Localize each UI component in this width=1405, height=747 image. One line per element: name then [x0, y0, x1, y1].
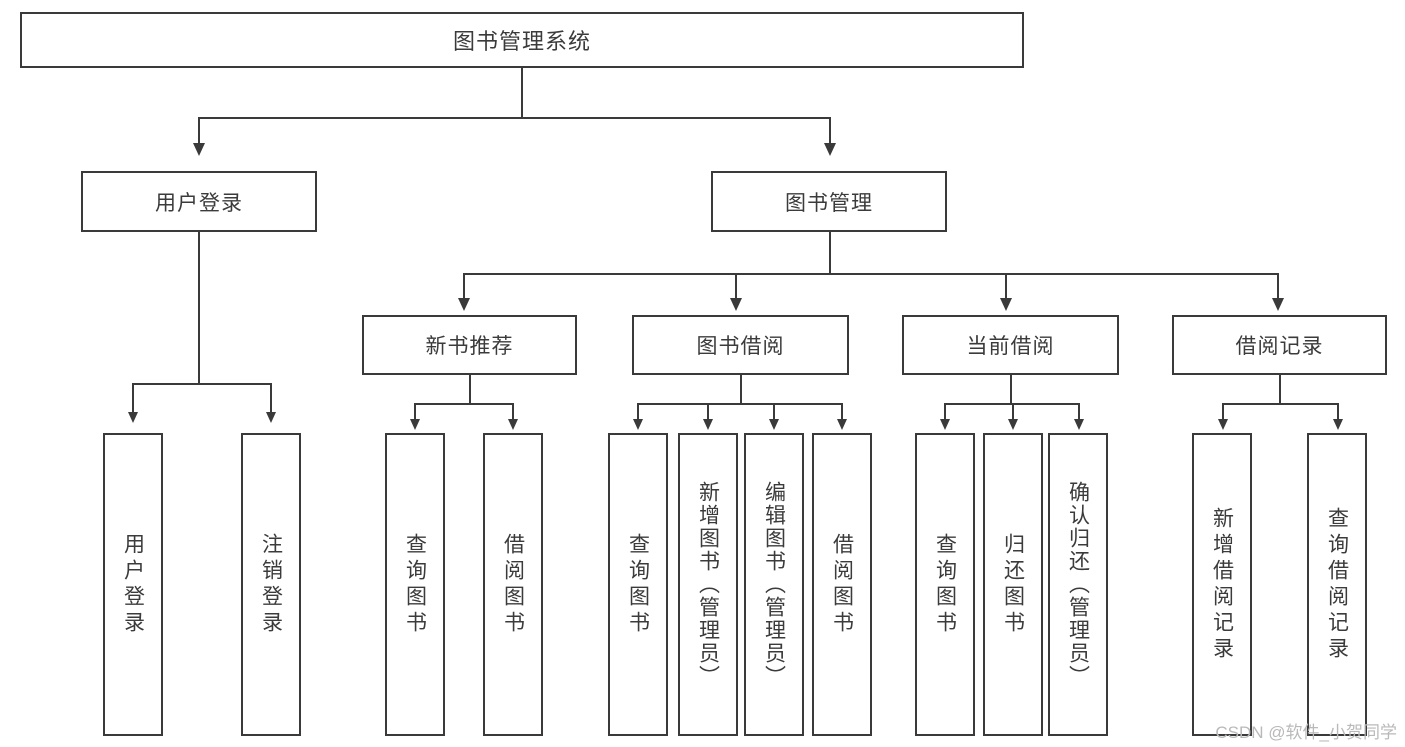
node-label: 查询借阅记录 [1325, 506, 1349, 663]
arrow-current-borrow-to-leaf2 [1008, 419, 1018, 430]
edge-current-borrow-to-leaf3 [1078, 403, 1080, 420]
edge-book-borrow-stem [740, 375, 742, 403]
edge-current-borrow-to-leaf1 [944, 403, 946, 420]
edge-root-to-book-mgmt [829, 117, 831, 144]
node-book-management[interactable]: 图书管理 [711, 171, 947, 232]
edge-root-stem [521, 68, 523, 117]
node-label: 确认归还（管理员） [1066, 481, 1090, 688]
node-label: 查询图书 [626, 532, 650, 637]
node-label: 新书推荐 [425, 335, 514, 358]
arrow-current-borrow-to-leaf3 [1074, 419, 1084, 430]
node-leaf-confirm-return-admin[interactable]: 确认归还（管理员） [1048, 433, 1108, 736]
node-leaf-search-book-current[interactable]: 查询图书 [915, 433, 975, 736]
node-book-borrow[interactable]: 图书借阅 [632, 315, 849, 375]
node-leaf-user-login[interactable]: 用户登录 [103, 433, 163, 736]
edge-book-borrow-to-leaf4 [841, 403, 843, 420]
edge-user-login-bus [132, 383, 272, 385]
arrow-book-borrow-to-leaf2 [703, 419, 713, 430]
node-borrow-record[interactable]: 借阅记录 [1172, 315, 1387, 375]
arrow-book-mgmt-to-new-book [458, 298, 470, 311]
arrow-book-borrow-to-leaf4 [837, 419, 847, 430]
edge-book-mgmt-to-new-book [463, 273, 465, 299]
edge-user-login-stem [198, 232, 200, 383]
node-leaf-edit-book-admin[interactable]: 编辑图书（管理员） [744, 433, 804, 736]
node-label: 借阅图书 [501, 532, 525, 637]
edge-new-book-bus [414, 403, 514, 405]
arrow-user-login-to-leaf1 [128, 412, 138, 423]
node-label: 新增图书（管理员） [696, 481, 720, 688]
node-label: 图书管理系统 [452, 29, 591, 54]
edge-current-borrow-to-leaf2 [1012, 403, 1014, 420]
node-label: 借阅记录 [1235, 335, 1324, 358]
node-label: 查询图书 [933, 532, 957, 637]
edge-new-book-to-leaf2 [512, 403, 514, 420]
node-label: 新增借阅记录 [1210, 506, 1234, 663]
edge-root-bus [198, 117, 831, 119]
arrow-borrow-record-to-leaf2 [1333, 419, 1343, 430]
arrow-book-mgmt-to-record [1272, 298, 1284, 311]
node-current-borrow[interactable]: 当前借阅 [902, 315, 1119, 375]
edge-book-mgmt-bus [463, 273, 1278, 275]
arrow-new-book-to-leaf2 [508, 419, 518, 430]
node-leaf-search-borrow-record[interactable]: 查询借阅记录 [1307, 433, 1367, 736]
node-label: 借阅图书 [830, 532, 854, 637]
edge-current-borrow-stem [1010, 375, 1012, 403]
arrow-new-book-to-leaf1 [410, 419, 420, 430]
edge-book-mgmt-stem [829, 232, 831, 273]
arrow-book-borrow-to-leaf1 [633, 419, 643, 430]
node-user-login[interactable]: 用户登录 [81, 171, 317, 232]
node-leaf-add-book-admin[interactable]: 新增图书（管理员） [678, 433, 738, 736]
edge-book-borrow-to-leaf2 [707, 403, 709, 420]
node-leaf-add-borrow-record[interactable]: 新增借阅记录 [1192, 433, 1252, 736]
arrow-book-mgmt-to-current [1000, 298, 1012, 311]
node-label: 注销登录 [259, 532, 283, 637]
node-label: 图书管理 [785, 191, 873, 215]
node-leaf-search-book-borrow[interactable]: 查询图书 [608, 433, 668, 736]
node-leaf-logout[interactable]: 注销登录 [241, 433, 301, 736]
edge-new-book-stem [469, 375, 471, 403]
node-new-book-recommend[interactable]: 新书推荐 [362, 315, 577, 375]
edge-borrow-record-to-leaf1 [1222, 403, 1224, 420]
edge-book-borrow-to-leaf1 [637, 403, 639, 420]
edge-current-borrow-bus [944, 403, 1079, 405]
edge-user-login-to-leaf2 [270, 383, 272, 413]
edge-root-to-user-login [198, 117, 200, 144]
node-label: 用户登录 [121, 532, 145, 637]
node-label: 用户登录 [155, 191, 243, 215]
edge-borrow-record-to-leaf2 [1337, 403, 1339, 420]
edge-book-mgmt-to-borrow [735, 273, 737, 299]
edge-book-borrow-bus [637, 403, 842, 405]
node-label: 归还图书 [1001, 532, 1025, 637]
arrow-root-to-user-login [193, 143, 205, 156]
node-leaf-return-book[interactable]: 归还图书 [983, 433, 1043, 736]
arrow-root-to-book-mgmt [824, 143, 836, 156]
node-leaf-search-book-recommend[interactable]: 查询图书 [385, 433, 445, 736]
node-label: 图书借阅 [696, 335, 785, 358]
node-root-system[interactable]: 图书管理系统 [20, 12, 1024, 68]
arrow-current-borrow-to-leaf1 [940, 419, 950, 430]
node-label: 查询图书 [403, 532, 427, 637]
edge-new-book-to-leaf1 [414, 403, 416, 420]
node-leaf-borrow-book[interactable]: 借阅图书 [812, 433, 872, 736]
arrow-borrow-record-to-leaf1 [1218, 419, 1228, 430]
edge-borrow-record-bus [1222, 403, 1339, 405]
edge-book-mgmt-to-record [1277, 273, 1279, 299]
node-label: 当前借阅 [966, 335, 1055, 358]
node-leaf-borrow-book-recommend[interactable]: 借阅图书 [483, 433, 543, 736]
arrow-book-borrow-to-leaf3 [769, 419, 779, 430]
arrow-user-login-to-leaf2 [266, 412, 276, 423]
edge-borrow-record-stem [1279, 375, 1281, 403]
arrow-book-mgmt-to-borrow [730, 298, 742, 311]
edge-book-borrow-to-leaf3 [773, 403, 775, 420]
edge-user-login-to-leaf1 [132, 383, 134, 413]
edge-book-mgmt-to-current [1005, 273, 1007, 299]
node-label: 编辑图书（管理员） [762, 481, 786, 688]
